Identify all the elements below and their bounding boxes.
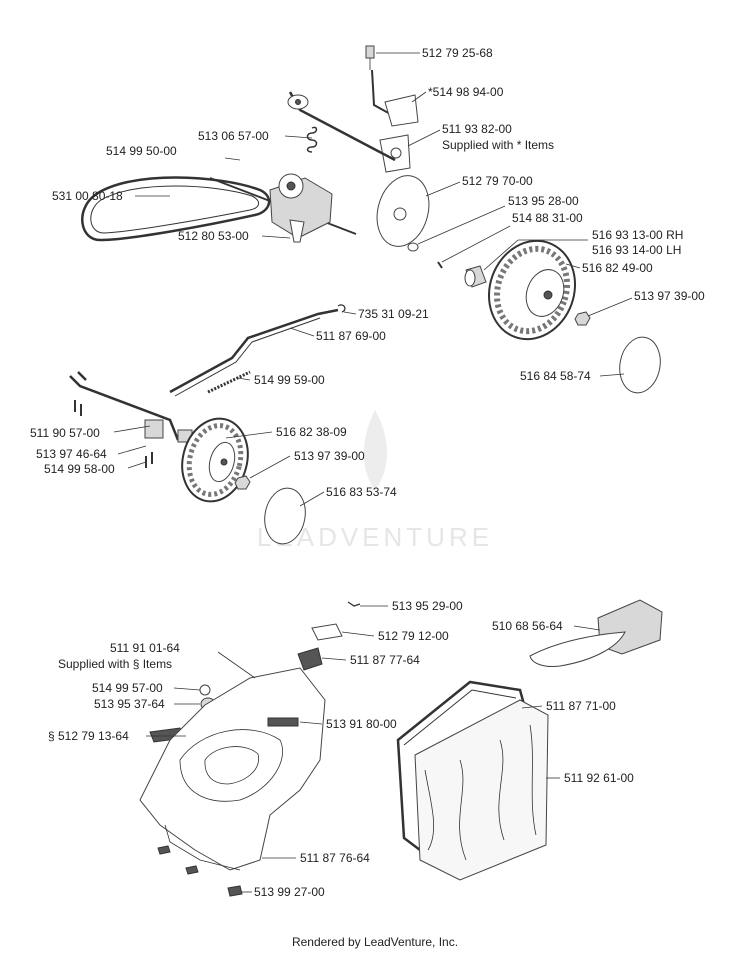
callout-513-95-37-64: 513 95 37-64 [94,697,165,711]
part-small-clip [347,601,361,607]
part-hubcap-left [264,487,306,545]
part-latch-plate [311,623,343,641]
part-washer [407,242,419,252]
callout-516-84-58-74: 516 84 58-74 [520,369,591,383]
callout-514-99-50-00: 514 99 50-00 [106,144,177,158]
callout-516-82-49-00: 516 82 49-00 [582,261,653,275]
part-pinion [464,265,487,288]
callout-512-79-70-00: 512 79 70-00 [462,174,533,188]
callout-514-99-57-00: 514 99 57-00 [92,681,163,695]
callout-512-79-25-68: 512 79 25-68 [422,46,493,60]
part-cap [199,684,211,696]
part-pivot-arm [287,91,396,162]
part-bottom-clip [227,885,243,897]
callout-513-97-39-00-b: 513 97 39-00 [294,449,365,463]
part-bracket [379,134,411,173]
callout-511-92-61-00: 511 92 61-00 [564,771,634,785]
callout-513-06-57-00: 513 06 57-00 [198,129,269,143]
callout-supplied-star: Supplied with * Items [442,138,554,152]
callout-516-93-14-00: 516 93 14-00 LH [592,243,681,257]
callout-514-98-94-00: *514 98 94-00 [428,85,504,99]
callout-511-87-76-64: 511 87 76-64 [300,851,370,865]
callout-513-97-39-00-a: 513 97 39-00 [634,289,705,303]
callout-513-99-27-00: 513 99 27-00 [254,885,325,899]
part-nut-right [574,311,591,326]
callout-513-91-80-00: 513 91 80-00 [326,717,397,731]
callout-514-99-58-00: 514 99 58-00 [44,462,115,476]
part-feet [157,845,199,875]
callout-516-82-38-09: 516 82 38-09 [276,425,347,439]
callout-513-97-46-64: 513 97 46-64 [36,447,107,461]
part-height-rod [169,308,339,397]
part-mulch-plug [529,599,663,667]
part-hubcap-right [619,336,661,394]
part-housing [139,667,326,871]
part-pulley [376,175,430,247]
part-belt [81,176,271,242]
callout-514-88-31-00: 514 88 31-00 [512,211,583,225]
callout-735-31-09-21: 735 31 09-21 [358,307,429,321]
callout-511-90-57-00: 511 90 57-00 [30,426,100,440]
part-rear-wheel-right [487,239,577,341]
callout-512-79-12-00: 512 79 12-00 [378,629,449,643]
callout-510-68-56-64: 510 68 56-64 [492,619,563,633]
callout-513-95-28-00: 513 95 28-00 [508,194,579,208]
callout-511-87-71-00: 511 87 71-00 [546,699,616,713]
footer-credit: Rendered by LeadVenture, Inc. [292,935,458,949]
part-bolt-top [365,45,375,70]
callout-supplied-section: Supplied with § Items [58,657,172,671]
callout-514-99-59-00: 514 99 59-00 [254,373,325,387]
flame-logo-icon [363,410,388,490]
part-clip [337,304,346,313]
part-pin [437,261,443,269]
callout-labels: 512 79 25-68 *514 98 94-00 511 93 82-00 … [30,46,705,899]
callout-511-87-69-00: 511 87 69-00 [316,329,386,343]
callout-512-80-53-00: 512 80 53-00 [178,229,249,243]
callout-511-91-01-64: 511 91 01-64 [110,641,180,655]
callout-512-79-13-64: § 512 79 13-64 [48,729,129,743]
part-flap [297,647,323,671]
callout-513-95-29-00: 513 95 29-00 [392,599,463,613]
part-spring [306,126,318,153]
part-extension-spring [207,370,251,394]
part-grass-bag [414,699,549,881]
callout-511-87-77-64: 511 87 77-64 [350,653,420,667]
part-screws-left [74,400,153,468]
callout-511-93-82-00: 511 93 82-00 [442,122,512,136]
callout-516-93-13-00: 516 93 13-00 RH [592,228,683,242]
callout-531-00-80-18: 531 00 80-18 [52,189,123,203]
callout-516-83-53-74: 516 83 53-74 [326,485,397,499]
leader-lines [113,52,633,893]
part-gearbox [269,173,333,243]
part-front-wheel [181,417,249,503]
part-nut-left [234,475,251,490]
part-lever [371,69,419,127]
